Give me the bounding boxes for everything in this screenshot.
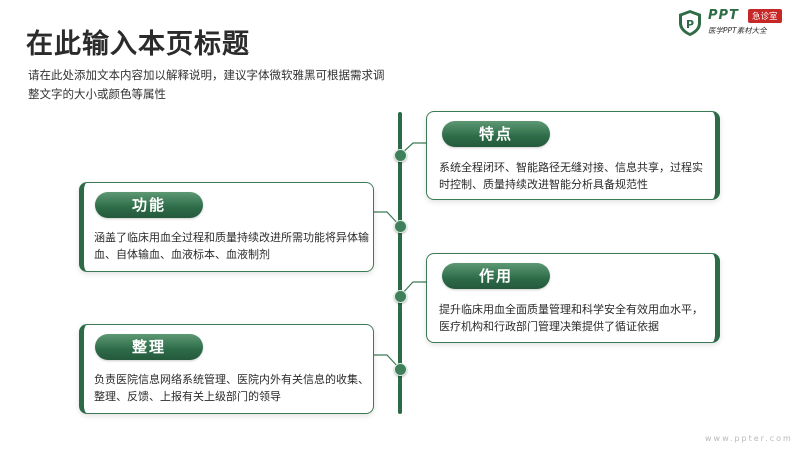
- logo-tagline: 医学PPT素材大全: [708, 26, 767, 35]
- card-zhengli: 整理 负责医院信息网络系统管理、医院内外有关信息的收集、整理、反馈、上报有关上级…: [79, 324, 374, 414]
- card-gongneng-title: 功能: [95, 192, 203, 218]
- logo-brand: PPT: [708, 8, 739, 23]
- card-zhengli-title: 整理: [95, 334, 203, 360]
- timeline-dot-zuoyong: [394, 290, 407, 303]
- timeline-dot-tedian: [394, 149, 407, 162]
- page-title: 在此输入本页标题: [26, 29, 250, 60]
- card-gongneng: 功能 涵盖了临床用血全过程和质量持续改进所需功能将异体输血、自体输血、血液标本、…: [79, 182, 374, 272]
- logo-letter: P: [686, 18, 694, 31]
- timeline-dot-gongneng: [394, 220, 407, 233]
- page-subtitle: 请在此处添加文本内容加以解释说明，建议字体微软雅黑可根据需求调整文字的大小或颜色…: [28, 68, 385, 101]
- card-zuoyong-title: 作用: [442, 263, 550, 289]
- brand-logo: P PPT 急诊室 医学PPT素材大全: [678, 8, 794, 38]
- card-tedian-text: 系统全程闭环、智能路径无缝对接、信息共享，过程实时控制、质量持续改进智能分析具备…: [439, 161, 703, 191]
- card-zhengli-text: 负责医院信息网络系统管理、医院内外有关信息的收集、整理、反馈、上报有关上级部门的…: [94, 373, 369, 403]
- shield-icon: P: [679, 10, 701, 36]
- watermark: www.ppter.com: [705, 434, 793, 443]
- timeline-axis: [398, 112, 402, 414]
- card-zuoyong-text: 提升临床用血全面质量管理和科学安全有效用血水平，医疗机构和行政部门管理决策提供了…: [439, 303, 703, 333]
- timeline-dot-zhengli: [394, 363, 407, 376]
- card-zuoyong: 作用 提升临床用血全面质量管理和科学安全有效用血水平，医疗机构和行政部门管理决策…: [426, 253, 720, 343]
- logo-badge: 急诊室: [748, 9, 782, 23]
- card-tedian: 特点 系统全程闭环、智能路径无缝对接、信息共享，过程实时控制、质量持续改进智能分…: [426, 111, 720, 200]
- card-tedian-title: 特点: [442, 121, 550, 147]
- card-gongneng-text: 涵盖了临床用血全过程和质量持续改进所需功能将异体输血、自体输血、血液标本、血液制…: [94, 231, 369, 261]
